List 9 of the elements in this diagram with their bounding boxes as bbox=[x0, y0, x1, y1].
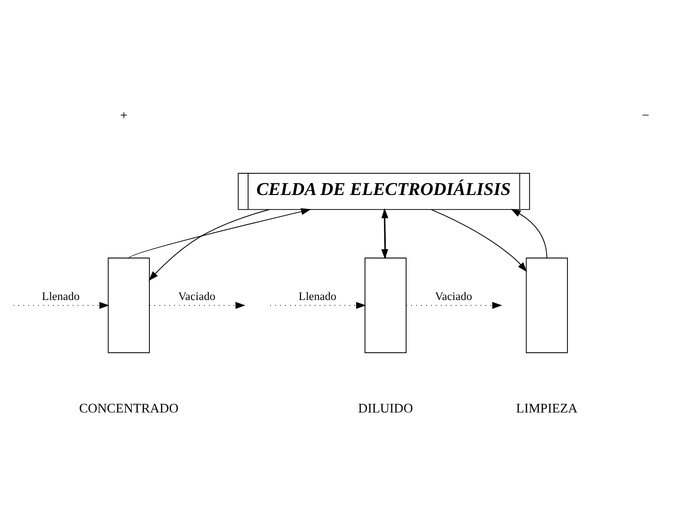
edge-label: Llenado bbox=[298, 290, 336, 303]
edge-label: Vaciado bbox=[435, 290, 472, 303]
label: DILUIDO bbox=[358, 400, 413, 416]
label: LIMPIEZA bbox=[516, 400, 578, 416]
label: − bbox=[642, 108, 650, 123]
edge-label: Vaciado bbox=[178, 290, 216, 303]
label: + bbox=[120, 108, 128, 123]
edge-label: Llenado bbox=[42, 290, 80, 303]
label: CONCENTRADO bbox=[79, 400, 179, 416]
